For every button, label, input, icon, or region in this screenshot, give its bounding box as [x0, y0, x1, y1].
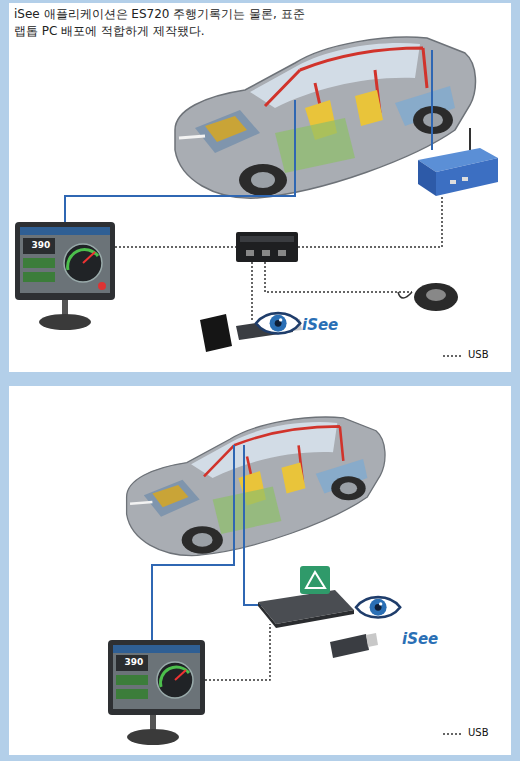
panels — [9, 3, 511, 372]
logger-box — [236, 232, 298, 262]
panels — [9, 386, 511, 755]
logger-box — [262, 250, 270, 256]
display — [23, 238, 55, 254]
display — [157, 662, 193, 698]
isee-logo — [256, 313, 300, 333]
display — [23, 258, 55, 268]
display — [68, 250, 98, 270]
panels — [9, 3, 511, 755]
router — [436, 158, 498, 196]
logger-box — [278, 250, 286, 256]
brand-label: iSee — [402, 630, 438, 648]
display — [113, 645, 200, 709]
usb-stick — [330, 634, 369, 658]
display — [116, 675, 148, 685]
router — [418, 160, 436, 196]
legend-label: USB — [468, 349, 489, 360]
display — [15, 222, 115, 330]
laptop — [300, 566, 330, 594]
logger-box — [240, 236, 294, 242]
display — [160, 667, 189, 687]
display — [23, 272, 55, 282]
display — [39, 314, 91, 330]
usb-wire — [265, 262, 412, 292]
sensor-coil — [426, 289, 446, 301]
wire — [65, 100, 295, 222]
display — [83, 252, 95, 263]
display — [127, 729, 179, 745]
usb-stick — [200, 314, 232, 352]
screen-value: 390 — [125, 657, 144, 667]
display — [113, 645, 200, 653]
display — [175, 670, 186, 680]
laptop — [306, 572, 325, 588]
display — [15, 222, 115, 300]
caption-text: iSee 애플리케이션은 ES720 주행기록기는 물론, 표준 랩톱 PC 배… — [14, 6, 314, 41]
usb-wire — [115, 246, 236, 248]
sensor-coil — [398, 292, 412, 298]
legend-sample — [443, 355, 463, 357]
car — [175, 37, 475, 198]
brand-label: iSee — [302, 316, 338, 334]
display — [108, 640, 205, 745]
usb-wire — [298, 196, 442, 247]
isee-logo — [356, 597, 400, 617]
router — [450, 180, 456, 184]
usb-stick — [366, 633, 378, 647]
wire — [244, 445, 262, 605]
router — [469, 128, 471, 150]
laptop — [258, 566, 354, 628]
display — [98, 282, 106, 290]
usb-wire — [205, 624, 270, 680]
display — [150, 715, 156, 731]
laptop — [258, 602, 276, 628]
screen-value: 390 — [32, 240, 51, 250]
usb-wire — [251, 262, 253, 322]
wire — [152, 445, 234, 640]
usb-wire — [205, 624, 270, 680]
car — [127, 417, 385, 555]
display — [20, 227, 110, 293]
legend-sample — [443, 733, 463, 735]
logger-box — [246, 250, 254, 256]
laptop — [276, 610, 354, 628]
display — [62, 300, 68, 316]
router — [462, 177, 468, 181]
display — [64, 244, 102, 282]
legend-label: USB — [468, 727, 489, 738]
display — [20, 227, 110, 235]
usb-stick — [330, 633, 378, 658]
sensor-coil — [398, 283, 458, 311]
router — [418, 128, 498, 196]
wire — [152, 445, 262, 640]
sensor-coil — [414, 283, 458, 311]
display — [116, 655, 148, 671]
display — [108, 640, 205, 715]
usb-stick — [200, 314, 302, 352]
wire — [431, 50, 433, 150]
usb-wire — [115, 196, 442, 322]
wire — [65, 50, 432, 222]
logger-box — [236, 232, 298, 262]
display — [116, 689, 148, 699]
